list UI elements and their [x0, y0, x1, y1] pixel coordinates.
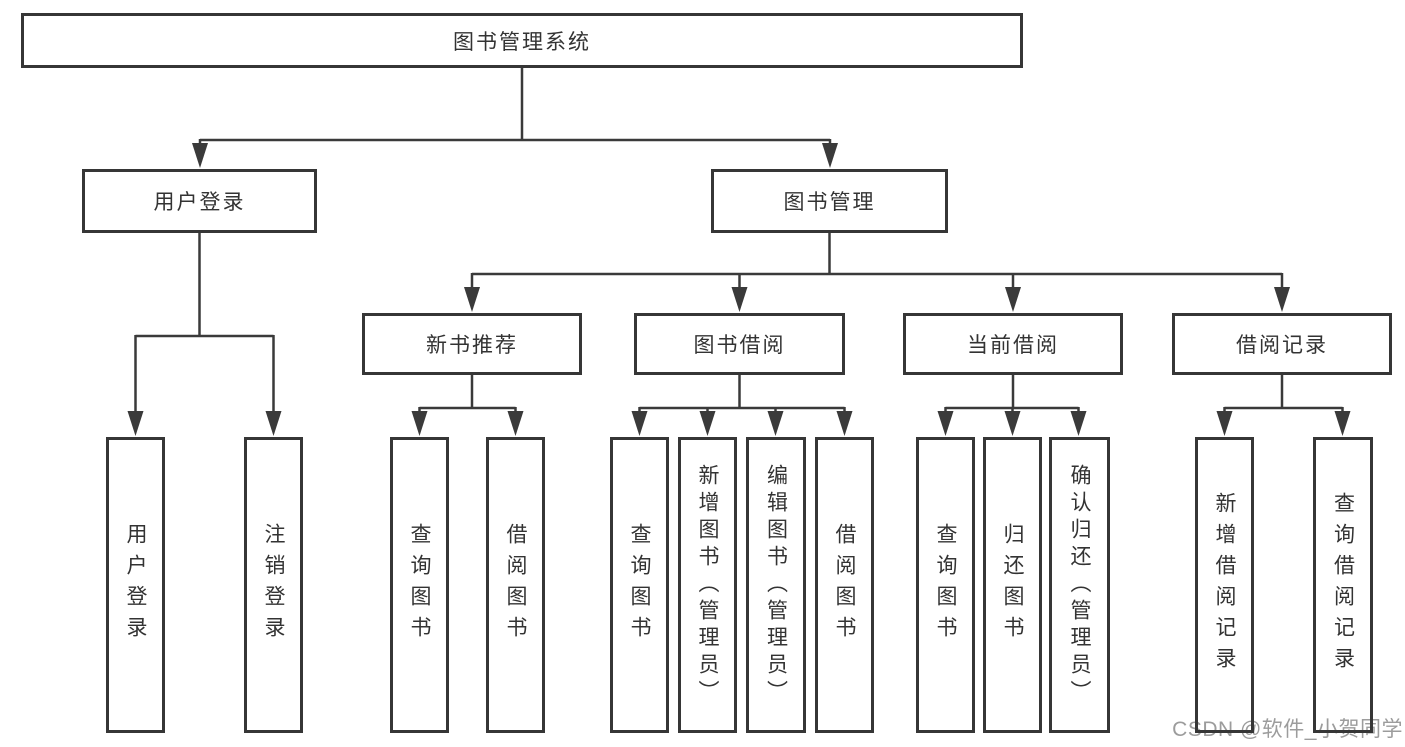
node-user-login: 用户登录: [82, 169, 317, 233]
arrowhead-icon: [1070, 411, 1087, 436]
node-new-book-recommend-label: 新书推荐: [426, 334, 518, 357]
node-book-management-label: 图书管理: [783, 191, 876, 214]
node-borrow-borrow-books-label: 借阅图书: [833, 523, 856, 647]
arrowhead-icon: [1334, 411, 1351, 436]
node-borrow-query-books-label: 查询图书: [628, 523, 651, 647]
node-rec-borrow-books-label: 借阅图书: [504, 523, 527, 647]
node-new-book-recommend: 新书推荐: [362, 313, 582, 375]
node-rec-query-books: 查询图书: [390, 437, 449, 733]
node-borrow-query-books: 查询图书: [610, 437, 669, 733]
node-borrow-add-books-admin: 新增图书（管理员）: [678, 437, 737, 733]
node-book-borrowing: 图书借阅: [634, 313, 845, 375]
arrowhead-icon: [1004, 411, 1021, 436]
node-root: 图书管理系统: [21, 13, 1023, 68]
arrowhead-icon: [411, 411, 428, 436]
node-book-borrowing-label: 图书借阅: [693, 334, 786, 357]
arrowhead-icon: [767, 411, 784, 436]
node-rec-query-books-label: 查询图书: [408, 523, 431, 647]
node-records-query-record-label: 查询借阅记录: [1331, 492, 1355, 678]
arrowhead-icon: [1005, 287, 1021, 312]
node-login-user-login-label: 用户登录: [124, 523, 147, 647]
arrowhead-icon: [265, 411, 282, 436]
arrowhead-icon: [631, 411, 648, 436]
arrowhead-icon: [822, 143, 838, 168]
node-records-query-record: 查询借阅记录: [1313, 437, 1373, 733]
node-records-add-record-label: 新增借阅记录: [1213, 492, 1236, 678]
node-current-confirm-return-admin: 确认归还（管理员）: [1049, 437, 1110, 733]
node-current-borrowing: 当前借阅: [903, 313, 1123, 375]
node-borrow-edit-books-admin: 编辑图书（管理员）: [746, 437, 806, 733]
node-current-return-books: 归还图书: [983, 437, 1042, 733]
watermark: CSDN @软件_小贺同学: [1172, 718, 1403, 741]
node-book-management: 图书管理: [711, 169, 948, 233]
node-current-confirm-return-admin-label: 确认归还（管理员）: [1068, 463, 1091, 707]
node-current-return-books-label: 归还图书: [1001, 523, 1024, 647]
node-rec-borrow-books: 借阅图书: [486, 437, 545, 733]
arrowhead-icon: [464, 287, 480, 312]
node-login-user-login: 用户登录: [106, 437, 165, 733]
node-records-add-record: 新增借阅记录: [1195, 437, 1254, 733]
arrowhead-icon: [507, 411, 524, 436]
arrowhead-icon: [1216, 411, 1233, 436]
connector-arrows: [127, 143, 1351, 436]
arrowhead-icon: [937, 411, 954, 436]
node-current-query-books-label: 查询图书: [934, 523, 957, 647]
node-borrowing-records-label: 借阅记录: [1236, 334, 1328, 357]
node-borrow-edit-books-admin-label: 编辑图书（管理员）: [764, 463, 788, 707]
arrowhead-icon: [836, 411, 853, 436]
node-login-logout: 注销登录: [244, 437, 303, 733]
node-login-logout-label: 注销登录: [262, 523, 285, 647]
arrowhead-icon: [1274, 287, 1290, 312]
node-borrowing-records: 借阅记录: [1172, 313, 1392, 375]
node-borrow-borrow-books: 借阅图书: [815, 437, 874, 733]
node-current-borrowing-label: 当前借阅: [967, 334, 1059, 357]
arrowhead-icon: [192, 143, 208, 168]
arrowhead-icon: [699, 411, 716, 436]
node-user-login-label: 用户登录: [153, 191, 246, 214]
node-current-query-books: 查询图书: [916, 437, 975, 733]
node-root-label: 图书管理系统: [453, 30, 591, 54]
node-borrow-add-books-admin-label: 新增图书（管理员）: [696, 463, 719, 707]
arrowhead-icon: [127, 411, 144, 436]
arrowhead-icon: [731, 287, 748, 312]
